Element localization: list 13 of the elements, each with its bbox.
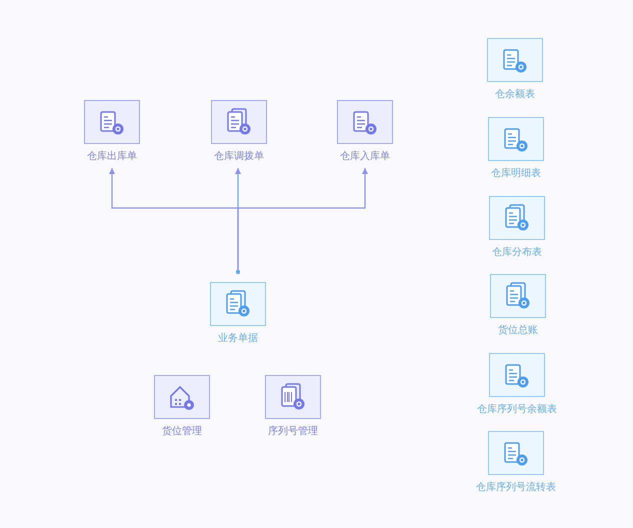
tile-label: 仓余额表 (495, 88, 535, 102)
tile-label: 仓库分布表 (492, 246, 542, 260)
tile-label: 仓库入库单 (340, 150, 390, 164)
connector-arrow (236, 168, 368, 274)
tile-label: 业务单据 (218, 332, 258, 346)
tile-label: 仓库调拨单 (214, 150, 264, 164)
tile-label: 序列号管理 (268, 425, 318, 439)
tile-label: 仓库序列号流转表 (476, 481, 556, 495)
tile-label: 仓库序列号余额表 (477, 403, 557, 417)
tile-label: 货位总账 (498, 324, 538, 338)
tile-label: 仓库出库单 (87, 150, 137, 164)
tile-label: 仓库明细表 (491, 167, 541, 181)
tile-label: 货位管理 (162, 425, 202, 439)
